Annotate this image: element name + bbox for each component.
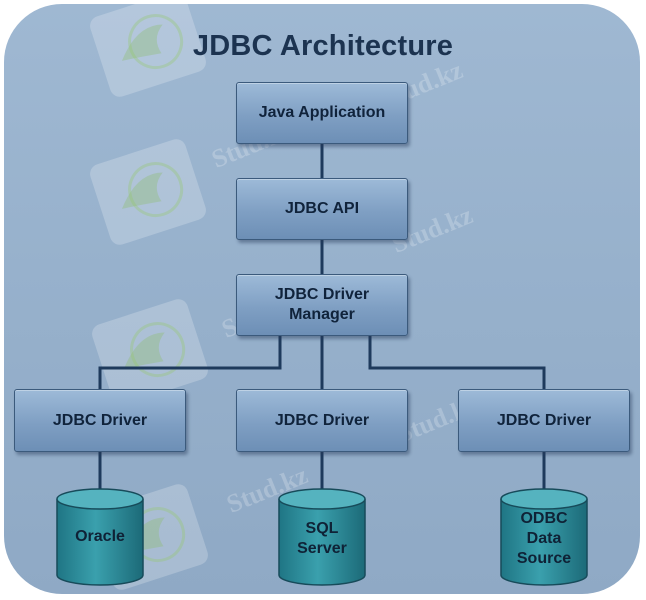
java-application-label: Java Application: [258, 104, 386, 121]
java-application-box: Java Application: [236, 82, 408, 144]
database-cylinder-icon: [500, 488, 588, 586]
connector-manager-to-driver-1: [98, 336, 282, 389]
diagram-title: JDBC Architecture: [192, 30, 454, 62]
database-cylinder-icon: [278, 488, 366, 586]
jdbc-api-box: JDBC API: [236, 178, 408, 240]
odbc-data-source-database: ODBC Data Source: [499, 487, 589, 587]
jdbc-driver-manager-label: JDBC Driver Manager: [274, 286, 370, 323]
sql-server-label: SQL Server: [297, 520, 347, 557]
watermark-logo: [87, 0, 209, 100]
connector-manager-to-driver-3: [368, 336, 546, 389]
sql-server-database: SQL Server: [277, 487, 367, 587]
watermark-logo: [89, 296, 211, 408]
odbc-data-source-label: ODBC Data Source: [516, 510, 572, 567]
jdbc-driver-label: JDBC Driver: [274, 411, 370, 429]
jdbc-driver-label: JDBC Driver: [496, 411, 592, 429]
jdbc-driver-box: JDBC Driver: [458, 389, 630, 452]
jdbc-driver-label: JDBC Driver: [52, 411, 148, 429]
jdbc-driver-manager-box: JDBC Driver Manager: [236, 274, 408, 336]
oracle-database: Oracle: [55, 487, 145, 587]
jdbc-api-label: JDBC API: [284, 200, 360, 217]
watermark-logo: [87, 136, 209, 248]
jdbc-driver-box: JDBC Driver: [14, 389, 186, 452]
jdbc-driver-box: JDBC Driver: [236, 389, 408, 452]
oracle-label: Oracle: [75, 528, 125, 545]
database-cylinder-icon: [56, 488, 144, 586]
